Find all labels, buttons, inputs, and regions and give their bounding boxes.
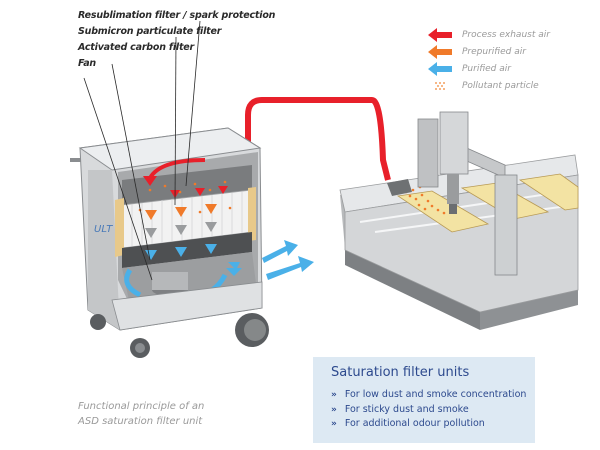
arrow-left-icon <box>428 27 452 42</box>
legend: Process exhaust air Prepurified air Puri… <box>428 26 550 94</box>
wood-board-3 <box>518 173 579 211</box>
list-item: »For low dust and smoke concentration <box>331 389 527 400</box>
particle-dots-icon <box>435 81 445 90</box>
outlet-arrows <box>262 240 314 280</box>
pollutant-particles-board <box>404 185 446 215</box>
list-item: »For sticky dust and smoke <box>331 403 469 415</box>
callout-leaders <box>83 20 201 281</box>
suction-nozzle <box>387 179 412 196</box>
arrow-left-icon <box>428 44 452 59</box>
list-item: »For additional odour pollution <box>331 418 485 429</box>
gantry-column-front <box>494 174 518 276</box>
caption-line-1: Functional principle of an <box>78 401 205 412</box>
info-box-title: Saturation filter units <box>331 365 470 380</box>
callout-resublimation-filter: Resublimation filter / spark protection <box>78 10 276 21</box>
bullet-icon: » <box>331 419 337 429</box>
bullet-icon: » <box>331 404 337 415</box>
info-box-list: »For low dust and smoke concentration »F… <box>331 388 526 432</box>
spindle-head <box>439 111 469 175</box>
legend-item-prepurified-air: Prepurified air <box>428 43 550 60</box>
info-box: Saturation filter units »For low dust an… <box>313 357 535 443</box>
prepurified-arrows <box>145 204 217 220</box>
gantry-column-back <box>417 118 439 188</box>
legend-item-process-exhaust-air: Process exhaust air <box>428 26 550 43</box>
cnc-machine <box>339 111 579 330</box>
activated-carbon-filter <box>122 232 252 268</box>
bullet-icon: » <box>331 390 337 400</box>
figure-caption: Functional principle of an ASD saturatio… <box>78 399 204 429</box>
caption-line-2: ASD saturation filter unit <box>78 416 203 427</box>
exhaust-arrows-inside <box>143 158 228 198</box>
resublimation-filter <box>122 165 252 205</box>
wood-panel-right <box>248 187 256 241</box>
wood-board-1 <box>396 190 490 233</box>
pollutant-particles-unit <box>138 180 232 214</box>
arrow-left-icon <box>428 61 452 76</box>
brand-logo: ULT <box>94 224 113 235</box>
callout-submicron-filter: Submicron particulate filter <box>78 26 222 37</box>
wheel-rear-left <box>90 314 106 330</box>
wood-panel-left <box>115 198 124 257</box>
legend-item-pollutant-particle: Pollutant particle <box>428 77 550 94</box>
callout-activated-carbon-filter: Activated carbon filter <box>78 42 195 53</box>
component-callouts: Resublimation filter / spark protection … <box>78 8 275 72</box>
legend-item-purified-air: Purified air <box>428 60 550 77</box>
callout-fan: Fan <box>78 58 96 69</box>
filter-unit: ULT <box>70 127 314 358</box>
